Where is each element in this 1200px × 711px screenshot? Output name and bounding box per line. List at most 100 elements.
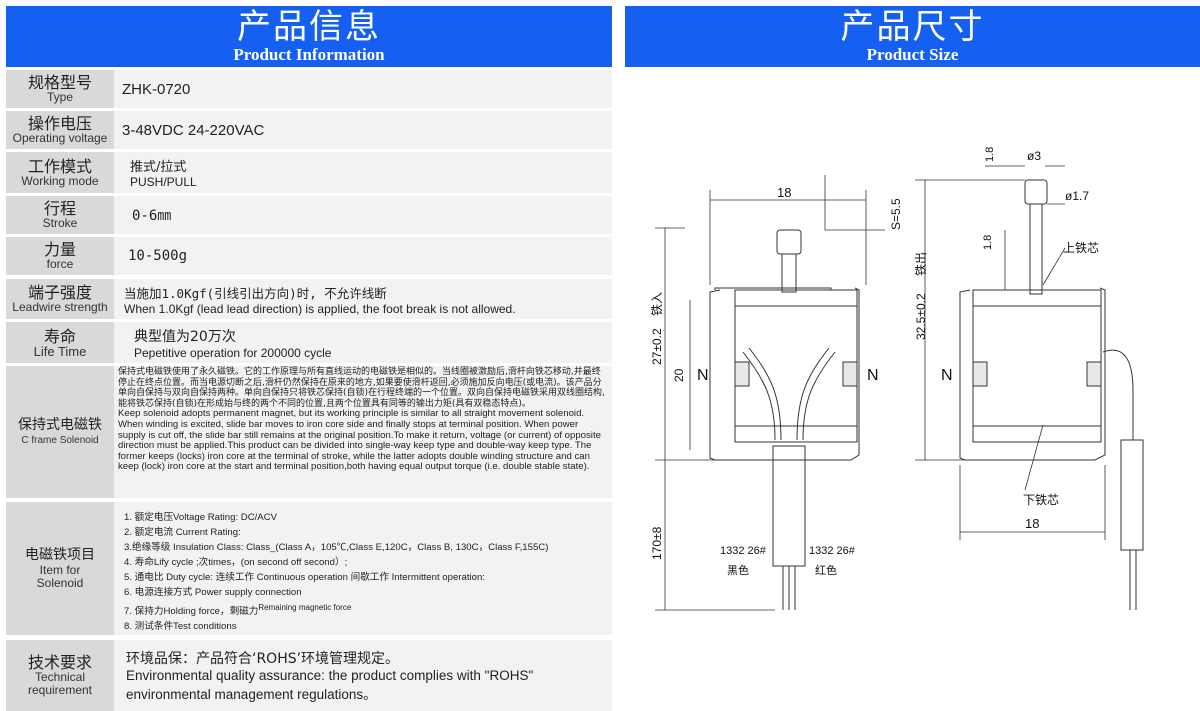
spec-row-life-time: 寿命 Life Time 典型值为20万次 Pepetitive operati…: [6, 322, 612, 363]
dim-lead: 170±8: [650, 526, 664, 560]
left-plunger-rod: [781, 253, 797, 293]
spec-label: 保持式电磁铁 C frame Solenoid: [6, 366, 114, 498]
label-en: C frame Solenoid: [21, 435, 99, 446]
left-magnet-right: [842, 361, 858, 387]
right-plunger-cap: [1024, 179, 1048, 205]
wire-left-label: 1332 26#: [720, 545, 767, 557]
stroke-value: 0-6㎜: [132, 208, 172, 224]
pole-left-2: N: [941, 367, 953, 384]
label-en: Type: [46, 90, 73, 104]
right-magnet-right: [1086, 361, 1102, 387]
dim-height-left: 27±0.2: [650, 328, 664, 365]
tech-value-en: Environmental quality assurance: the pro…: [126, 668, 534, 683]
left-lead-sleeve: [772, 445, 806, 567]
spec-value: 1. 额定电压Voltage Rating: DC/ACV 2. 额定电流 Cu…: [124, 502, 608, 635]
banner-title-cn: 产品尺寸: [840, 7, 985, 47]
wire-left-color: 黑色: [727, 563, 749, 577]
spec-label: 端子强度 Leadwire strength: [6, 279, 114, 319]
spec-row-leadwire-strength: 端子强度 Leadwire strength 当施加1.0Kgf(引线引出方向)…: [6, 279, 612, 319]
right-frame-outer: [959, 287, 1106, 461]
spec-value: 保持式电磁铁使用了永久磁铁。它的工作原理与所有直线运动的电磁铁是相似的。当线圈被…: [118, 366, 608, 498]
label-cn: 寿命: [43, 326, 76, 346]
spec-row-voltage: 操作电压 Operating voltage 3-48VDC 24-220VAC: [6, 111, 612, 149]
leadwire-value-en: When 1.0Kgf (lead lead direction) is app…: [124, 301, 516, 316]
item-line: 6. 电源连接方式 Power supply connection: [124, 587, 302, 598]
label-cn: 端子强度: [27, 283, 92, 302]
spec-value: 环境品保：产品符合‘ROHS’环境管理规定。 Environmental qua…: [126, 640, 608, 711]
label-cn: 操作电压: [27, 114, 92, 133]
banner-title-en: Product Information: [233, 45, 385, 64]
dimension-drawing: 18 S=5.5 27±0.2 铁入 20 170±8 N N N 1332 2…: [650, 147, 1144, 611]
tech-value-cn: 环境品保：产品符合‘ROHS’环境管理规定。: [126, 651, 400, 667]
spec-row-force: 力量 force 10-500g: [6, 237, 612, 275]
left-wire-bundle: [742, 347, 836, 441]
dim-d17: ø1.7: [1065, 189, 1089, 203]
product-size-banner: 产品尺寸 Product Size: [625, 6, 1200, 67]
item-line: 2. 额定电流 Current Rating:: [124, 527, 241, 538]
label-en: Technical: [34, 670, 86, 684]
spec-row-stroke: 行程 Stroke 0-6㎜: [6, 196, 612, 234]
spec-label: 力量 force: [6, 237, 114, 275]
spec-row-technical-requirement: 技术要求 Technical requirement 环境品保：产品符合‘ROH…: [6, 640, 612, 711]
right-lead-sleeve: [1120, 439, 1144, 551]
pole-left: N: [697, 367, 709, 384]
spec-value: 10-500g: [128, 237, 608, 275]
item-line: 8. 测试条件Test conditions: [124, 621, 237, 633]
spec-value: 推式/拉式 PUSH/PULL: [130, 152, 608, 193]
left-view: [655, 175, 885, 611]
mode-value-cn: 推式/拉式: [130, 160, 187, 175]
spec-label: 技术要求 Technical requirement: [6, 640, 114, 711]
dim-18b: 1.8: [982, 235, 994, 250]
spec-label: 规格型号 Type: [6, 70, 114, 108]
label-en: Operating voltage: [12, 131, 108, 145]
dim-d3: ø3: [1027, 149, 1041, 163]
wire-right-color: 红色: [815, 563, 837, 577]
label-en: requirement: [27, 683, 93, 697]
mode-value-en: PUSH/PULL: [130, 175, 197, 189]
left-c-frame: [714, 287, 832, 290]
spec-row-working-mode: 工作模式 Working mode 推式/拉式 PUSH/PULL: [6, 152, 612, 193]
label-cn: 工作模式: [27, 156, 92, 176]
spec-row-c-frame-solenoid: 保持式电磁铁 C frame Solenoid 保持式电磁铁使用了永久磁铁。它的…: [6, 366, 612, 498]
spec-row-item-for-solenoid: 电磁铁项目 Item for Solenoid 1. 额定电压Voltage R…: [6, 502, 612, 635]
label-en: force: [46, 257, 74, 271]
right-lead-wire: [1102, 349, 1134, 440]
spec-label: 工作模式 Working mode: [6, 152, 114, 193]
item-line-holding-force: 7. 保持力Holding force，剩磁力Remaining magneti…: [124, 600, 608, 619]
dim-s: S=5.5: [889, 198, 903, 230]
force-value: 10-500g: [128, 248, 188, 264]
dim-height-right-suffix: 铁出: [914, 252, 928, 276]
leadwire-value-cn: 当施加1.0Kgf(引线引出方向)时, 不允许线断: [124, 285, 387, 301]
dim-inner: 20: [672, 368, 686, 382]
upper-core-label: 上铁芯: [1063, 241, 1099, 255]
label-cn: 规格型号: [27, 73, 92, 92]
voltage-value: 3-48VDC 24-220VAC: [122, 121, 265, 139]
spec-label: 电磁铁项目 Item for Solenoid: [6, 502, 114, 635]
right-view: [915, 165, 1144, 610]
spec-row-type: 规格型号 Type ZHK-0720: [6, 70, 612, 108]
spec-value: ZHK-0720: [122, 70, 608, 108]
lower-core-label: 下铁芯: [1023, 493, 1059, 507]
spec-value: 3-48VDC 24-220VAC: [122, 111, 608, 149]
label-cn: 力量: [43, 240, 76, 259]
label-en: Working mode: [21, 173, 99, 188]
item-line: 4. 寿命Lify cycle ;次times，(on second off s…: [124, 557, 348, 568]
banner-title-en: Product Size: [866, 45, 959, 64]
cframe-description: 保持式电磁铁使用了永久磁铁。它的工作原理与所有直线运动的电磁铁是相似的。当线圈被…: [118, 367, 608, 473]
item-holding-text: 7. 保持力Holding force，剩磁力: [124, 606, 259, 618]
right-coil-body: [972, 289, 1102, 443]
tech-value-en: environmental management regulations。: [126, 687, 377, 702]
left-magnet-left: [734, 361, 750, 387]
spec-label: 操作电压 Operating voltage: [6, 111, 114, 149]
item-remaining-note: Remaining magnetic force: [258, 603, 352, 612]
label-cn: 电磁铁项目: [25, 547, 95, 563]
dim-top: 1.8: [984, 147, 996, 162]
spec-value: 0-6㎜: [132, 196, 608, 234]
type-value: ZHK-0720: [122, 80, 191, 98]
right-plunger-rod: [1029, 203, 1043, 295]
dim-width-left: 18: [777, 185, 791, 200]
life-value-en: Pepetitive operation for 200000 cycle: [134, 345, 332, 360]
life-value-cn: 典型值为20万次: [134, 328, 236, 345]
left-plunger-cap: [776, 229, 802, 255]
right-magnet-left: [972, 361, 988, 387]
